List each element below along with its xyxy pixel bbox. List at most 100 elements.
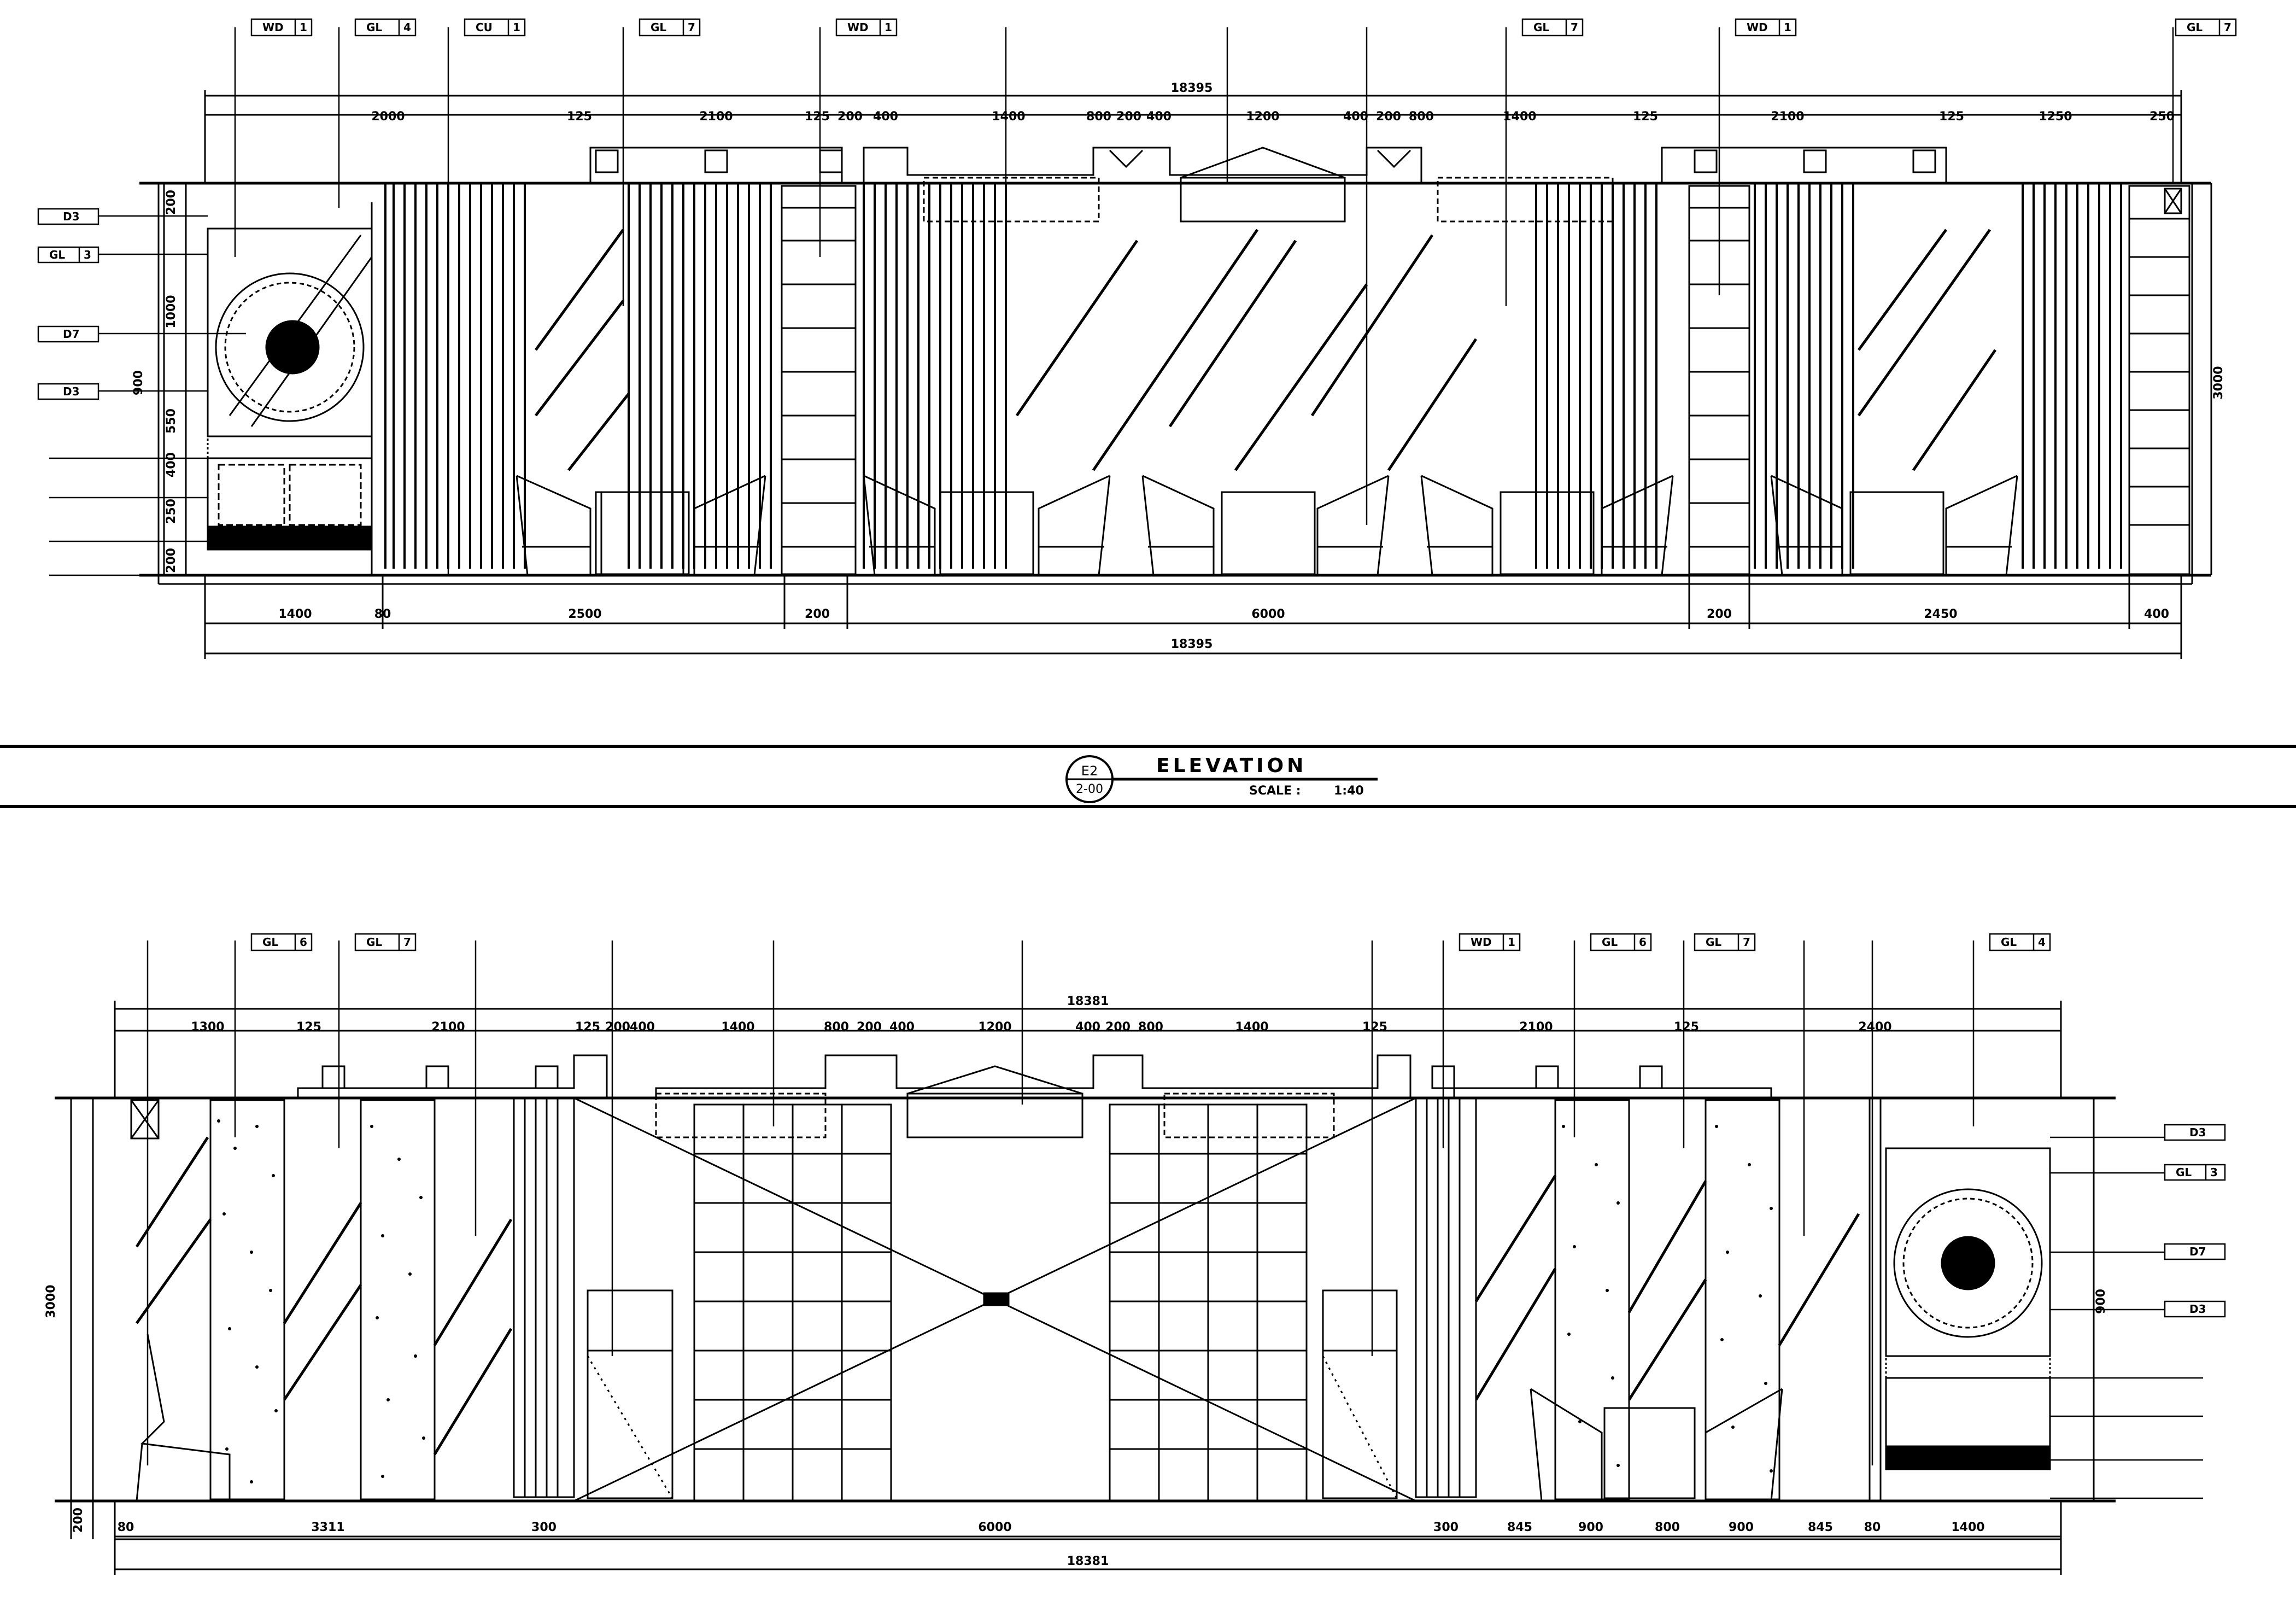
svg-text:250: 250 xyxy=(165,499,178,524)
svg-text:2100: 2100 xyxy=(1771,110,1804,124)
svg-text:900: 900 xyxy=(132,370,145,395)
svg-text:200: 200 xyxy=(805,607,830,621)
svg-text:2450: 2450 xyxy=(1924,607,1957,621)
svg-text:125: 125 xyxy=(296,1020,321,1034)
svg-text:D7: D7 xyxy=(63,328,80,341)
svg-text:D3: D3 xyxy=(63,210,80,223)
svg-text:80: 80 xyxy=(1864,1521,1881,1534)
svg-text:CU: CU xyxy=(476,21,493,34)
svg-text:900: 900 xyxy=(2094,1289,2108,1314)
round-mirror-feature xyxy=(207,202,373,575)
scale-value: 1:40 xyxy=(1334,784,1364,798)
svg-text:80: 80 xyxy=(118,1521,134,1534)
svg-text:4: 4 xyxy=(2038,936,2046,949)
svg-text:400: 400 xyxy=(1146,110,1172,124)
wine-rack xyxy=(2128,185,2190,575)
svg-text:D7: D7 xyxy=(2189,1245,2206,1258)
svg-text:800: 800 xyxy=(1086,110,1111,124)
mirror-hatching xyxy=(534,229,1997,471)
svg-text:7: 7 xyxy=(403,936,411,949)
speckle-texture xyxy=(217,1119,1773,1483)
svg-text:3000: 3000 xyxy=(44,1284,58,1318)
ceiling-vents-top xyxy=(595,149,1936,173)
svg-text:800: 800 xyxy=(824,1020,849,1034)
svg-text:18381: 18381 xyxy=(1067,995,1109,1008)
svg-text:3000: 3000 xyxy=(2212,366,2225,399)
svg-text:400: 400 xyxy=(630,1020,655,1034)
tag-gl-4: GL 4 xyxy=(354,18,417,37)
svg-text:200: 200 xyxy=(1376,110,1401,124)
svg-text:WD: WD xyxy=(847,21,869,34)
tag-wd-1-c: WD 1 xyxy=(1735,18,1797,37)
tag-d7-left: D7 xyxy=(37,325,99,343)
svg-text:1200: 1200 xyxy=(1246,110,1279,124)
striped-wall-panels xyxy=(384,183,2122,569)
svg-text:18395: 18395 xyxy=(1171,81,1213,95)
svg-text:1: 1 xyxy=(885,21,892,34)
svg-text:1: 1 xyxy=(513,21,520,34)
svg-text:200: 200 xyxy=(1116,110,1141,124)
svg-text:7: 7 xyxy=(688,21,695,34)
svg-text:GL: GL xyxy=(651,21,666,34)
svg-text:900: 900 xyxy=(1578,1521,1603,1534)
svg-text:300: 300 xyxy=(1433,1521,1459,1534)
svg-text:2000: 2000 xyxy=(371,110,405,124)
pendant-lights xyxy=(923,147,1614,223)
bottom-elevation xyxy=(55,940,2203,1575)
tag-gl-7-d: GL 7 xyxy=(354,933,417,951)
svg-text:GL: GL xyxy=(1533,21,1549,34)
title-block: E2 2-00 ELEVATION SCALE : 1:40 xyxy=(0,745,2296,808)
bottom-material-tags: GL 6 GL 7 WD 1 GL 6 GL 7 xyxy=(250,933,2226,1318)
svg-text:GL: GL xyxy=(366,21,382,34)
center-glass-doors xyxy=(573,1065,1416,1502)
dining-furniture-top xyxy=(516,475,2018,576)
svg-text:2100: 2100 xyxy=(431,1020,465,1034)
svg-text:D3: D3 xyxy=(2189,1126,2206,1139)
svg-text:4: 4 xyxy=(403,21,411,34)
svg-text:1200: 1200 xyxy=(978,1020,1011,1034)
svg-text:300: 300 xyxy=(531,1521,557,1534)
svg-text:200: 200 xyxy=(1105,1020,1131,1034)
round-mirror-feature-bottom xyxy=(1869,1098,2051,1501)
svg-text:7: 7 xyxy=(2224,21,2231,34)
svg-text:125: 125 xyxy=(805,110,830,124)
svg-text:125: 125 xyxy=(1674,1020,1699,1034)
svg-text:1: 1 xyxy=(1784,21,1791,34)
tag-d3-left-b: D3 xyxy=(37,383,99,400)
tag-gl-6-b: GL 6 xyxy=(1590,933,1652,951)
svg-text:1400: 1400 xyxy=(1503,110,1536,124)
svg-text:845: 845 xyxy=(1808,1521,1833,1534)
svg-text:GL: GL xyxy=(366,936,382,949)
svg-text:400: 400 xyxy=(165,452,178,477)
svg-text:1000: 1000 xyxy=(165,295,178,328)
svg-text:GL: GL xyxy=(1706,936,1721,949)
svg-text:1: 1 xyxy=(300,21,307,34)
scale-label: SCALE : xyxy=(1249,784,1301,798)
svg-text:400: 400 xyxy=(1075,1020,1100,1034)
tag-d7-right: D7 xyxy=(2164,1243,2226,1260)
bottom-dimension-labels: 18381 1300 125 2100 125 200 400 1400 800… xyxy=(44,995,2108,1568)
svg-text:7: 7 xyxy=(1743,936,1750,949)
svg-text:200: 200 xyxy=(605,1020,630,1034)
tag-gl-7-c: GL 7 xyxy=(2175,18,2237,37)
svg-text:200: 200 xyxy=(837,110,863,124)
svg-text:18395: 18395 xyxy=(1171,638,1213,651)
tag-gl-3-left: GL 3 xyxy=(37,246,99,264)
ladder-shelving xyxy=(781,185,1750,575)
svg-text:550: 550 xyxy=(165,408,178,434)
svg-text:800: 800 xyxy=(1138,1020,1163,1034)
ceiling-vents-bottom xyxy=(321,1065,1663,1089)
svg-text:1300: 1300 xyxy=(191,1020,224,1034)
svg-text:3: 3 xyxy=(84,248,91,261)
tag-gl-3-right: GL 3 xyxy=(2164,1164,2226,1181)
svg-text:125: 125 xyxy=(1633,110,1658,124)
svg-text:200: 200 xyxy=(165,190,178,215)
tag-wd-1-b: WD 1 xyxy=(835,18,898,37)
svg-text:1: 1 xyxy=(1508,936,1515,949)
svg-text:WD: WD xyxy=(262,21,284,34)
svg-text:800: 800 xyxy=(1409,110,1434,124)
svg-text:200: 200 xyxy=(72,1508,85,1533)
svg-text:1400: 1400 xyxy=(1235,1020,1268,1034)
svg-text:125: 125 xyxy=(567,110,592,124)
